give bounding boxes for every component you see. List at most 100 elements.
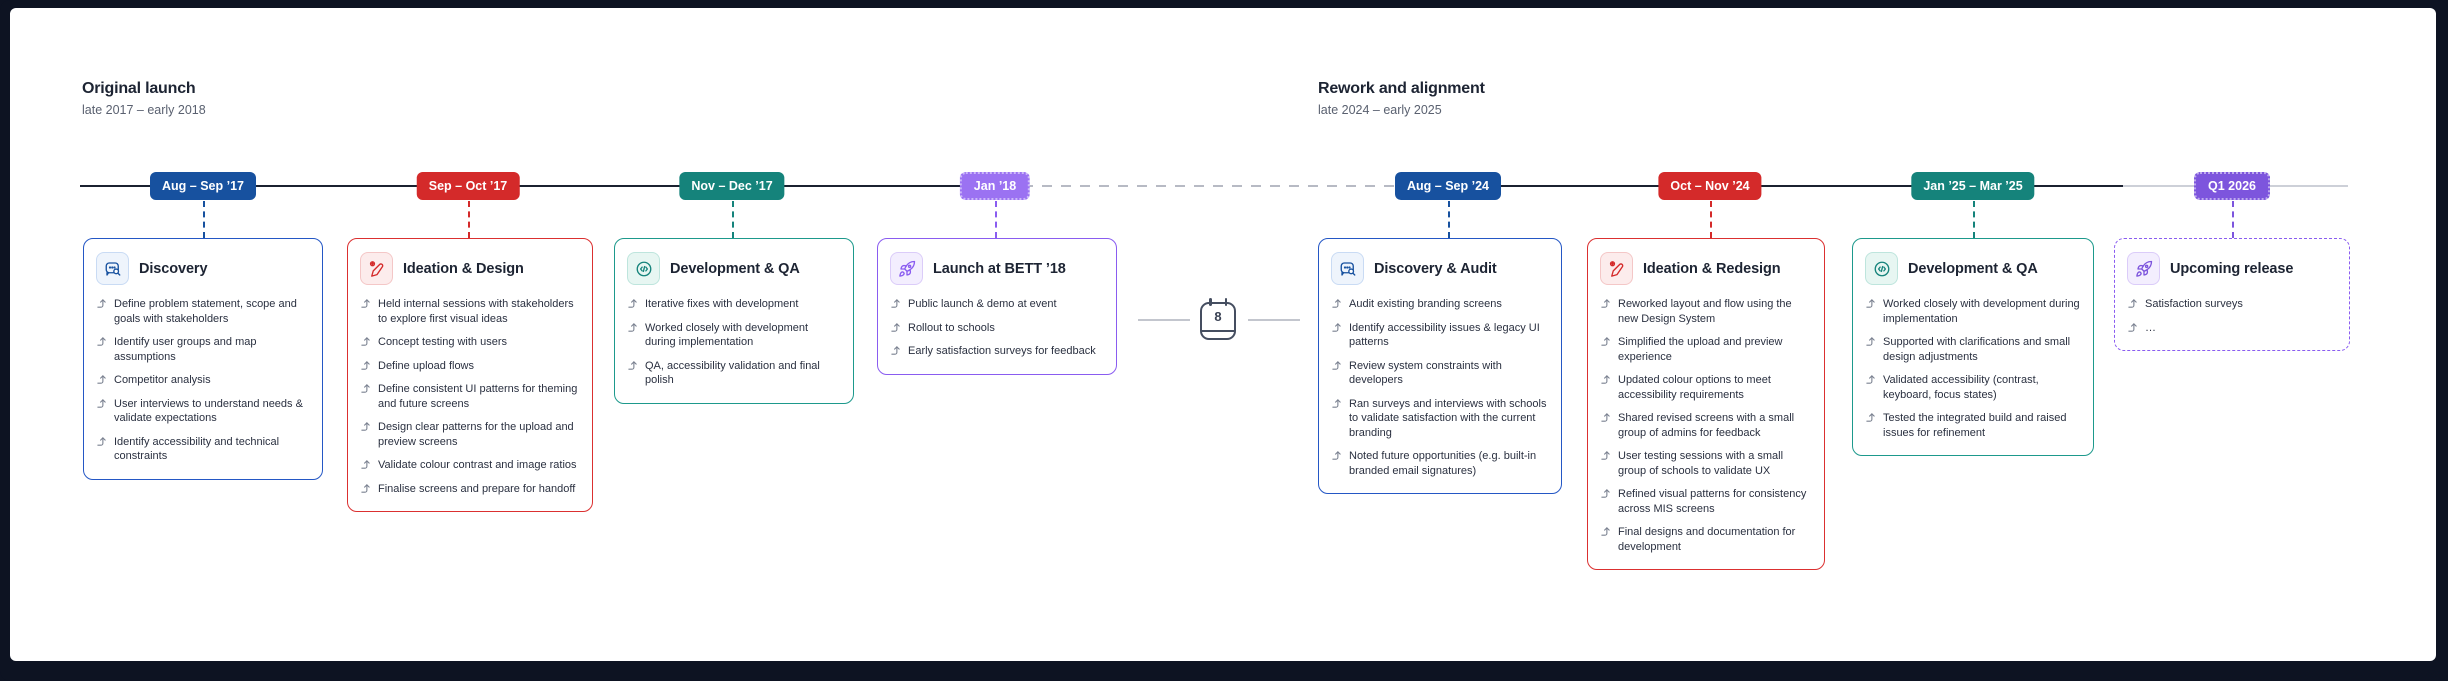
task-text: Satisfaction surveys: [2145, 298, 2243, 310]
task-item: Competitor analysis: [96, 373, 310, 388]
task-item: Noted future opportunities (e.g. built-i…: [1331, 449, 1549, 478]
corner-right-up-icon: [1600, 412, 1611, 423]
corner-right-up-icon: [360, 421, 371, 432]
task-text: Define upload flows: [378, 359, 475, 372]
card-title: Ideation & Design: [403, 260, 524, 277]
task-item: QA, accessibility validation and final p…: [627, 359, 841, 388]
task-text: Ran surveys and interviews with schools …: [1349, 397, 1547, 439]
timeline-badge[interactable]: Q1 2026: [2194, 172, 2270, 200]
task-item: …: [2127, 321, 2337, 336]
timeline-badge[interactable]: Aug – Sep ’17: [150, 172, 256, 200]
task-text: Finalise screens and prepare for handoff: [378, 482, 576, 495]
phase-card[interactable]: Development & QA Worked closely with deve…: [1852, 238, 2094, 456]
task-item: Updated colour options to meet accessibi…: [1600, 373, 1812, 402]
badge-card-connector: [2232, 201, 2234, 238]
task-item: Validate colour contrast and image ratio…: [360, 458, 580, 473]
timeline-badge[interactable]: Oct – Nov ’24: [1658, 172, 1762, 200]
corner-right-up-icon: [890, 298, 901, 309]
task-text: Audit existing branding screens: [1349, 298, 1502, 310]
timeline-line-solid: [80, 185, 995, 187]
task-list: Reworked layout and flow using the new D…: [1600, 297, 1812, 554]
task-text: Worked closely with development during i…: [1883, 298, 2080, 325]
corner-right-up-icon: [1600, 374, 1611, 385]
phase-group-subtitle: late 2017 – early 2018: [82, 103, 206, 117]
corner-right-up-icon: [1331, 360, 1342, 371]
corner-right-up-icon: [1600, 526, 1611, 537]
phase-group-original-launch: Original launch late 2017 – early 2018: [82, 80, 206, 117]
task-item: Early satisfaction surveys for feedback: [890, 344, 1104, 359]
card-title: Development & QA: [1908, 260, 2038, 277]
corner-right-up-icon: [360, 459, 371, 470]
card-title: Discovery & Audit: [1374, 260, 1497, 277]
corner-right-up-icon: [360, 383, 371, 394]
card-title: Launch at BETT ’18: [933, 260, 1066, 277]
task-item: Design clear patterns for the upload and…: [360, 420, 580, 449]
task-text: Final designs and documentation for deve…: [1618, 526, 1796, 553]
task-item: Define consistent UI patterns for themin…: [360, 382, 580, 411]
card-title: Development & QA: [670, 260, 800, 277]
card-header: Development & QA: [627, 252, 841, 285]
card-header: Launch at BETT ’18: [890, 252, 1104, 285]
task-list: Satisfaction surveys …: [2127, 297, 2337, 335]
task-text: Define consistent UI patterns for themin…: [378, 383, 578, 410]
corner-right-up-icon: [1865, 374, 1876, 385]
phase-group-rework: Rework and alignment late 2024 – early 2…: [1318, 80, 1485, 117]
corner-right-up-icon: [360, 360, 371, 371]
task-text: Identify user groups and map assumptions: [114, 336, 257, 363]
corner-right-up-icon: [2127, 298, 2138, 309]
task-item: Held internal sessions with stakeholders…: [360, 297, 580, 326]
card-header: Development & QA: [1865, 252, 2081, 285]
task-item: User interviews to understand needs & va…: [96, 397, 310, 426]
corner-right-up-icon: [360, 483, 371, 494]
whiteboard-canvas: Original launch late 2017 – early 2018 R…: [10, 8, 2436, 661]
task-text: Updated colour options to meet accessibi…: [1618, 374, 1771, 401]
task-text: Noted future opportunities (e.g. built-i…: [1349, 450, 1537, 477]
timeline-badge[interactable]: Nov – Dec ’17: [679, 172, 785, 200]
task-item: Define problem statement, scope and goal…: [96, 297, 310, 326]
task-item: Refined visual patterns for consistency …: [1600, 487, 1812, 516]
timeline-badge[interactable]: Sep – Oct ’17: [416, 172, 520, 200]
card-header: Discovery & Audit: [1331, 252, 1549, 285]
task-item: Final designs and documentation for deve…: [1600, 525, 1812, 554]
card-header: Discovery: [96, 252, 310, 285]
corner-right-up-icon: [1600, 298, 1611, 309]
code-circle-icon: [627, 252, 660, 285]
task-item: Worked closely with development during i…: [1865, 297, 2081, 326]
timeline-badge[interactable]: Jan ’18: [959, 172, 1031, 200]
task-item: User testing sessions with a small group…: [1600, 449, 1812, 478]
timeline-badge[interactable]: Aug – Sep ’24: [1395, 172, 1501, 200]
task-item: Finalise screens and prepare for handoff: [360, 482, 580, 497]
task-item: Public launch & demo at event: [890, 297, 1104, 312]
card-header: Ideation & Design: [360, 252, 580, 285]
corner-right-up-icon: [1865, 298, 1876, 309]
timeline-badge[interactable]: Jan ’25 – Mar ’25: [1911, 172, 2035, 200]
task-item: Rollout to schools: [890, 321, 1104, 336]
corner-right-up-icon: [96, 298, 107, 309]
corner-right-up-icon: [96, 336, 107, 347]
gap-years-label: 8: [1214, 309, 1222, 324]
rocket-icon: [890, 252, 923, 285]
gap-line-left: [1138, 319, 1190, 321]
corner-right-up-icon: [360, 298, 371, 309]
task-text: Simplified the upload and preview experi…: [1618, 336, 1783, 363]
calendar-ring: [1209, 298, 1212, 306]
task-item: Identify accessibility issues & legacy U…: [1331, 321, 1549, 350]
task-text: Reworked layout and flow using the new D…: [1618, 298, 1792, 325]
corner-right-up-icon: [1865, 336, 1876, 347]
gap-line-right: [1248, 319, 1300, 321]
corner-right-up-icon: [1331, 450, 1342, 461]
task-item: Define upload flows: [360, 359, 580, 374]
card-title: Discovery: [139, 260, 208, 277]
task-text: Validate colour contrast and image ratio…: [378, 459, 577, 471]
badge-card-connector: [468, 201, 470, 238]
phase-group-subtitle: late 2024 – early 2025: [1318, 103, 1442, 117]
